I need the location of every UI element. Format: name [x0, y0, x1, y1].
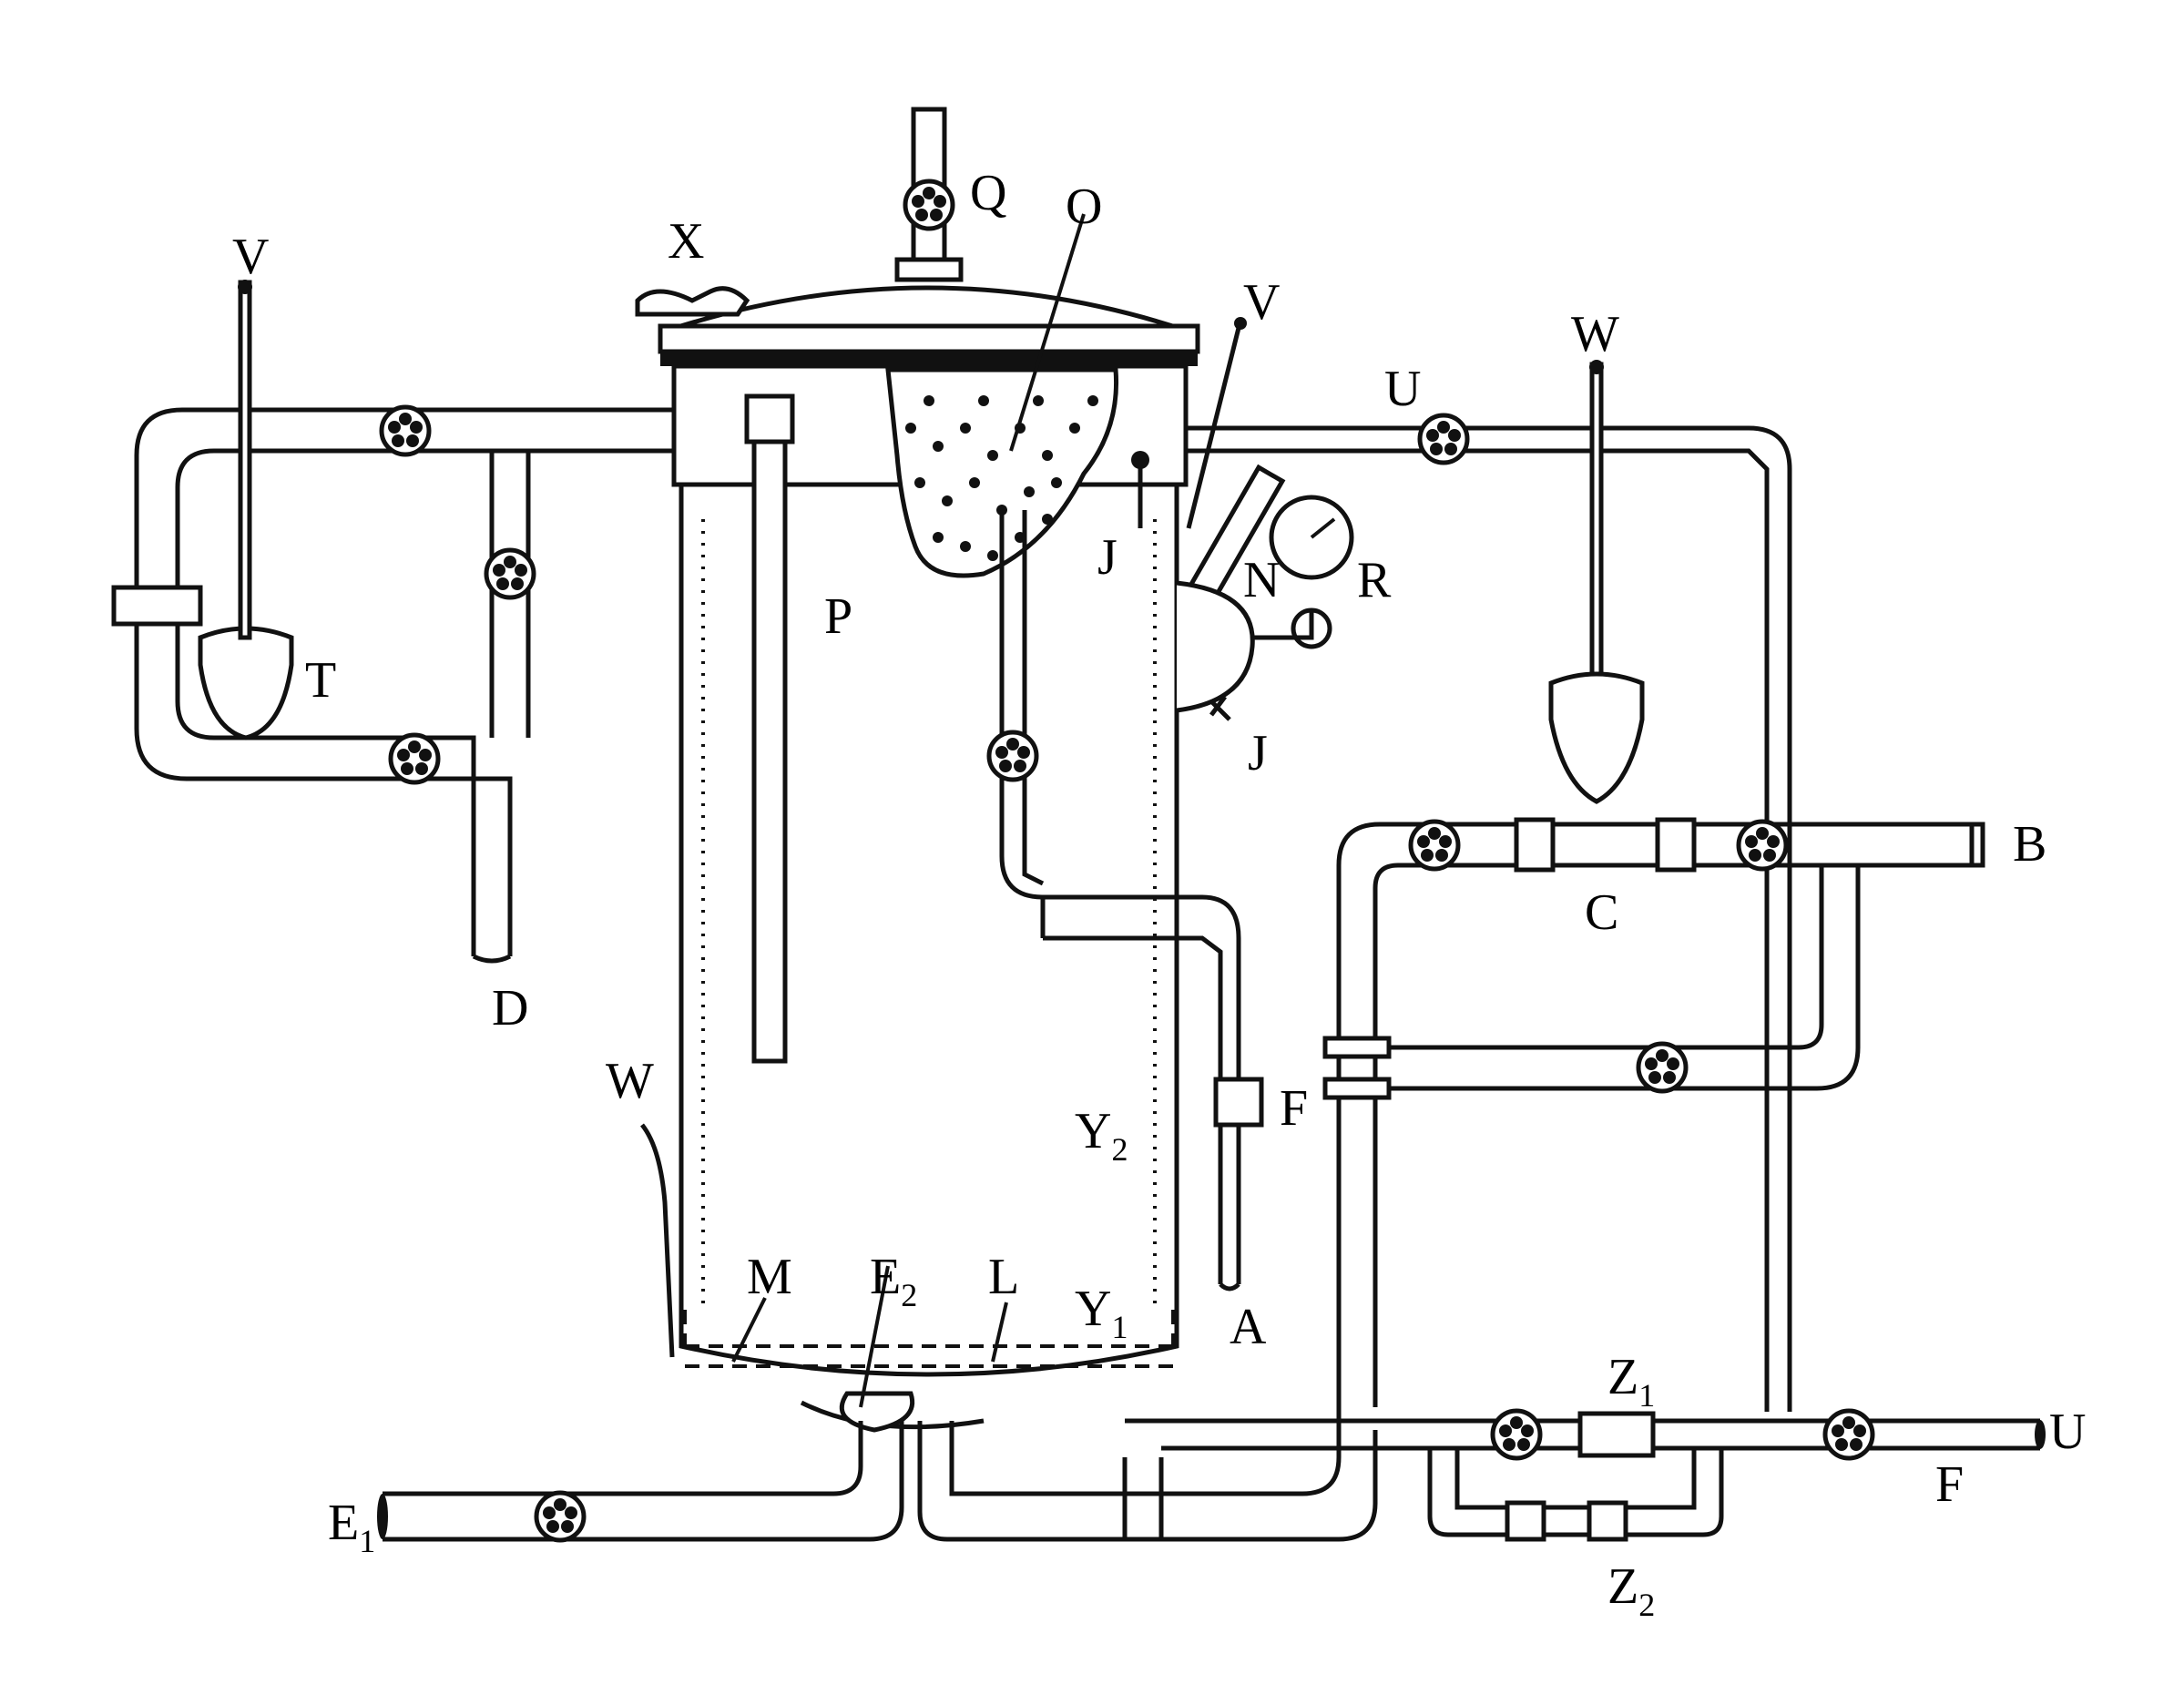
label-Y2: Y2: [1075, 1103, 1128, 1168]
basket: [885, 367, 1119, 578]
right-top-piping: [1131, 317, 1792, 1412]
label-R: R: [1357, 552, 1392, 608]
label-V-right: V: [1243, 274, 1280, 331]
label-A: A: [1230, 1299, 1267, 1355]
label-W-top: W: [1571, 306, 1619, 362]
wing-nut: [635, 286, 750, 317]
label-C: C: [1585, 884, 1618, 941]
label-T: T: [305, 652, 336, 709]
label-U-bottom: U: [2049, 1404, 2086, 1460]
left-piping: [111, 280, 674, 964]
label-E1: E1: [328, 1495, 375, 1559]
label-D: D: [492, 980, 528, 1036]
label-F-bottom: F: [1935, 1456, 1964, 1513]
label-W-left: W: [606, 1053, 654, 1109]
right-trap: [1548, 360, 1645, 804]
label-L: L: [988, 1249, 1019, 1305]
leader-lines: [731, 213, 1086, 1408]
label-O: O: [1066, 179, 1102, 235]
label-Q: Q: [970, 165, 1006, 221]
bottom-piping: [377, 1407, 2046, 1540]
label-M: M: [747, 1249, 792, 1305]
right-mid-piping: [1322, 817, 1985, 1407]
label-U-top: U: [1384, 361, 1421, 417]
label-F-right-pipe: F: [1280, 1080, 1308, 1137]
top-vent-pipe: [894, 107, 964, 282]
label-E2: E2: [870, 1249, 917, 1313]
label-Y1: Y1: [1075, 1281, 1128, 1345]
label-J-upper: J: [1097, 529, 1118, 586]
labels: V X Q O V W U J N R P T J B C D W F Y2 M…: [232, 165, 2086, 1623]
label-Z2: Z2: [1607, 1558, 1655, 1623]
label-Z1: Z1: [1607, 1349, 1655, 1414]
label-P: P: [824, 588, 852, 645]
label-J-lower: J: [1248, 725, 1268, 781]
internal-pipe: [751, 403, 788, 1064]
drain-pipe: [989, 510, 1264, 1292]
label-B: B: [2013, 816, 2046, 873]
label-N: N: [1243, 552, 1280, 608]
label-V-left: V: [232, 229, 269, 285]
w-left-pipe: [640, 1123, 675, 1358]
label-X: X: [668, 213, 704, 270]
